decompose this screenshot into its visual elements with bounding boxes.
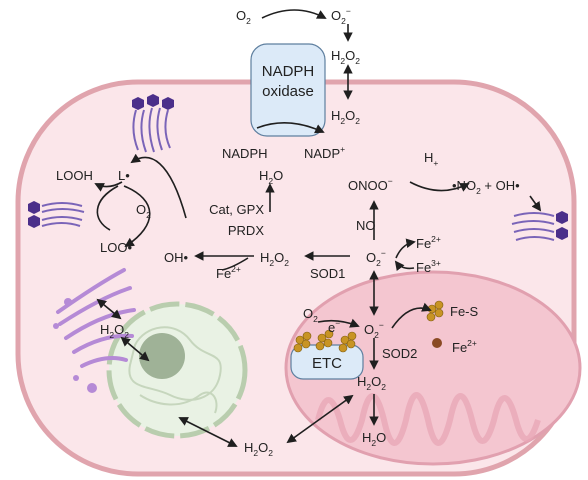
label-o2-lipid: O2 [136,202,151,220]
label-h2o-mito: H2O [362,430,386,448]
label-h2o2-inside: H2O2 [331,108,360,126]
label-lipid-peroxyl-radical: LOO• [100,240,132,255]
label-peroxynitrite: ONOO− [348,176,393,193]
label-fe2-right: Fe2+ [416,234,441,251]
label-fe2-mito: Fe2+ [452,338,477,355]
label-no2-oh: •NO2 + OH• [452,178,520,196]
label-nitric-oxide: NO [356,218,376,233]
label-h2o2-outside: H2O2 [331,48,360,66]
iron-sulfur-cluster-mito [426,300,444,322]
label-nadph-oxidase-1: NADPH [262,63,315,80]
label-electron: e− [328,318,340,335]
label-etc: ETC [312,355,342,372]
label-superoxide-mito: O2− [364,320,384,340]
label-h2o2-center: H2O2 [260,250,289,268]
label-proton: H+ [424,150,438,168]
label-o2-etc: O2 [303,306,318,324]
membrane-lipid-right [511,211,568,241]
nadph-oxidase-box [250,43,326,137]
label-fe2-fenton: Fe2+ [216,264,241,281]
label-fe-s: Fe-S [450,304,479,319]
ferrous-iron-dot [432,338,442,348]
label-nadph-oxidase-2: oxidase [262,83,314,100]
membrane-lipid-top [132,94,174,153]
label-sod2: SOD2 [382,346,417,361]
nucleolus [139,333,185,379]
reaction-arrows [94,9,542,447]
label-h2o2-mito: H2O2 [357,374,386,392]
label-nadp: NADP+ [304,144,345,161]
nucleus [106,301,248,439]
iron-sulfur-clusters-etc [293,329,357,353]
label-fe3-right: Fe3+ [416,258,441,275]
label-superoxide-cytosol: O2− [366,248,386,268]
label-superoxide-top: O2− [331,6,351,26]
label-sod1: SOD1 [310,266,345,281]
label-cat-gpx: Cat, GPX [209,202,264,217]
label-nadph: NADPH [222,146,268,161]
label-h2o2-golgi: H2O2 [100,322,129,340]
label-lipid-radical: L• [118,168,130,183]
label-hydroxyl-radical: OH• [164,250,189,265]
label-o2-top: O2 [236,8,251,26]
membrane-lipid-left [28,201,85,228]
label-prdx: PRDX [228,223,264,238]
label-looh: LOOH [56,168,93,183]
label-h2o-top: H2O [259,168,283,186]
label-h2o2-bottom: H2O2 [244,440,273,458]
